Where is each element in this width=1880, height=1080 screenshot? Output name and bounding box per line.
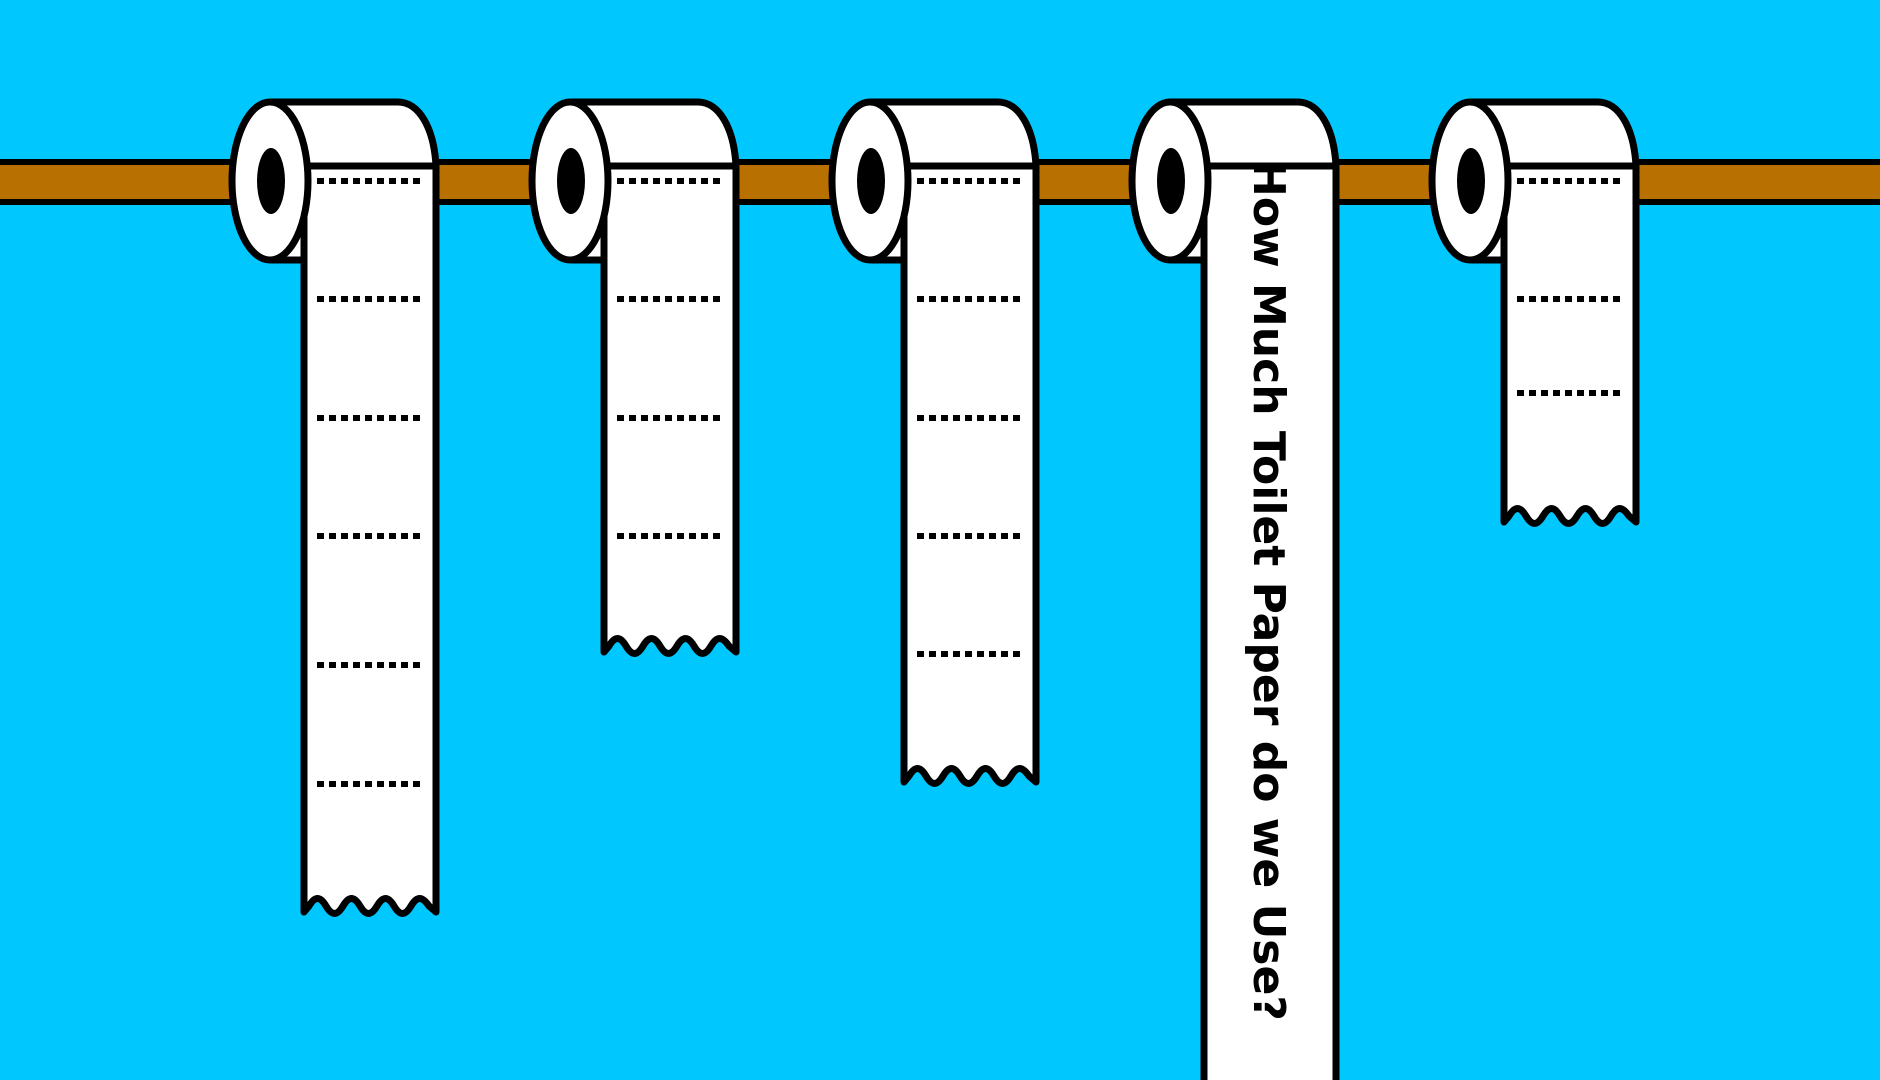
roll-core <box>1157 148 1185 214</box>
roll-core <box>257 148 285 214</box>
roll-3 <box>828 98 1040 787</box>
page-title: How Much Toilet Paper do we Use? <box>1243 160 1294 1021</box>
roll-1 <box>228 98 440 917</box>
perforation-group <box>917 178 1024 657</box>
perforation-group <box>1517 178 1624 396</box>
paper-strip <box>600 162 740 657</box>
paper-strip <box>1500 162 1640 527</box>
roll-2 <box>528 98 740 657</box>
roll-core <box>557 148 585 214</box>
paper-strip <box>900 162 1040 787</box>
perforation-group <box>317 178 424 787</box>
roll-core <box>857 148 885 214</box>
perforation-group <box>617 178 724 539</box>
paper-strip <box>1200 162 1340 1080</box>
paper-strip <box>300 162 440 917</box>
roll-4: How Much Toilet Paper do we Use? <box>1128 98 1340 1080</box>
roll-5 <box>1428 98 1640 527</box>
roll-core <box>1457 148 1485 214</box>
